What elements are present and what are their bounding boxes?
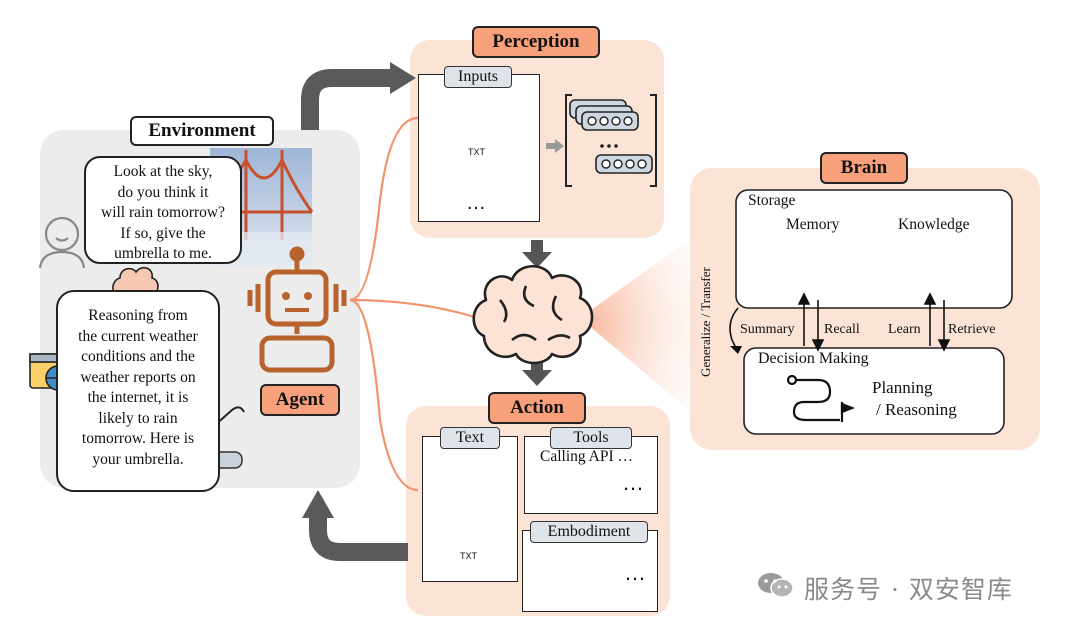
retrieve-label: Retrieve xyxy=(948,322,996,337)
human-speech-bubble: Look at the sky, do you think it will ra… xyxy=(84,156,242,264)
action-file-label: TXT xyxy=(460,551,477,561)
inputs-more: … xyxy=(466,192,486,214)
storage-box xyxy=(735,189,1013,309)
watermark-text: 服务号 · 双安智库 xyxy=(804,575,1013,604)
calling-api-label: Calling API … xyxy=(540,448,634,465)
arrow-env-to-perception xyxy=(301,69,392,130)
memory-label: Memory xyxy=(786,216,840,233)
text-action-panel xyxy=(422,436,518,582)
agent-speech-line: likely to rain xyxy=(98,409,178,427)
human-speech-line: umbrella to me. xyxy=(114,245,212,262)
decision-box xyxy=(743,347,1005,435)
arrow-action-to-env xyxy=(309,516,408,561)
agent-speech-line: Reasoning from xyxy=(88,307,188,324)
planning-path-icon xyxy=(786,374,855,422)
wechat-icon xyxy=(756,570,796,600)
perception-title: Perception xyxy=(472,26,600,58)
text-file-label: TXT xyxy=(468,147,485,157)
agent-speech-line: weather reports on xyxy=(80,368,196,386)
arrow-perception-to-brain xyxy=(522,252,552,268)
agent-speech-bubble: Reasoning from the current weather condi… xyxy=(56,290,220,492)
embodiment-more: … xyxy=(624,560,646,585)
agent-speech-line: your umbrella. xyxy=(92,450,184,468)
agent-label: Agent xyxy=(260,384,340,416)
tools-more: … xyxy=(622,470,644,495)
tools-label: Tools xyxy=(550,427,632,449)
decision-making-label: Decision Making xyxy=(758,350,869,367)
recall-label: Recall xyxy=(824,322,860,337)
human-icon xyxy=(38,216,86,269)
human-speech-line: will rain tomorrow? xyxy=(101,204,225,221)
summary-label: Summary xyxy=(740,322,795,337)
arrow-brain-to-action xyxy=(522,370,552,386)
learn-label: Learn xyxy=(888,322,921,337)
knowledge-label: Knowledge xyxy=(898,216,970,233)
planning-label: Planning xyxy=(872,378,933,397)
storage-label: Storage xyxy=(748,192,796,209)
human-speech-line: do you think it xyxy=(117,183,209,201)
text-action-label: Text xyxy=(440,427,500,449)
brain-title: Brain xyxy=(820,152,908,184)
human-speech-line: If so, give the xyxy=(120,224,206,242)
agent-robot-icon xyxy=(247,246,347,373)
brain-glow xyxy=(580,232,700,420)
environment-title: Environment xyxy=(130,116,274,146)
reasoning-label: / Reasoning xyxy=(876,400,957,419)
inputs-label: Inputs xyxy=(444,66,512,88)
brain-icon xyxy=(472,265,594,365)
action-title: Action xyxy=(488,392,586,424)
agent-speech-line: the internet, it is xyxy=(87,389,189,406)
generalize-transfer-label: Generalize / Transfer xyxy=(698,267,713,377)
human-speech-line: Look at the sky, xyxy=(113,163,213,180)
agent-speech-line: the current weather xyxy=(78,327,198,345)
embodiment-label: Embodiment xyxy=(530,521,648,543)
agent-speech-line: conditions and the xyxy=(81,348,195,365)
agent-speech-line: tomorrow. Here is xyxy=(81,430,195,447)
